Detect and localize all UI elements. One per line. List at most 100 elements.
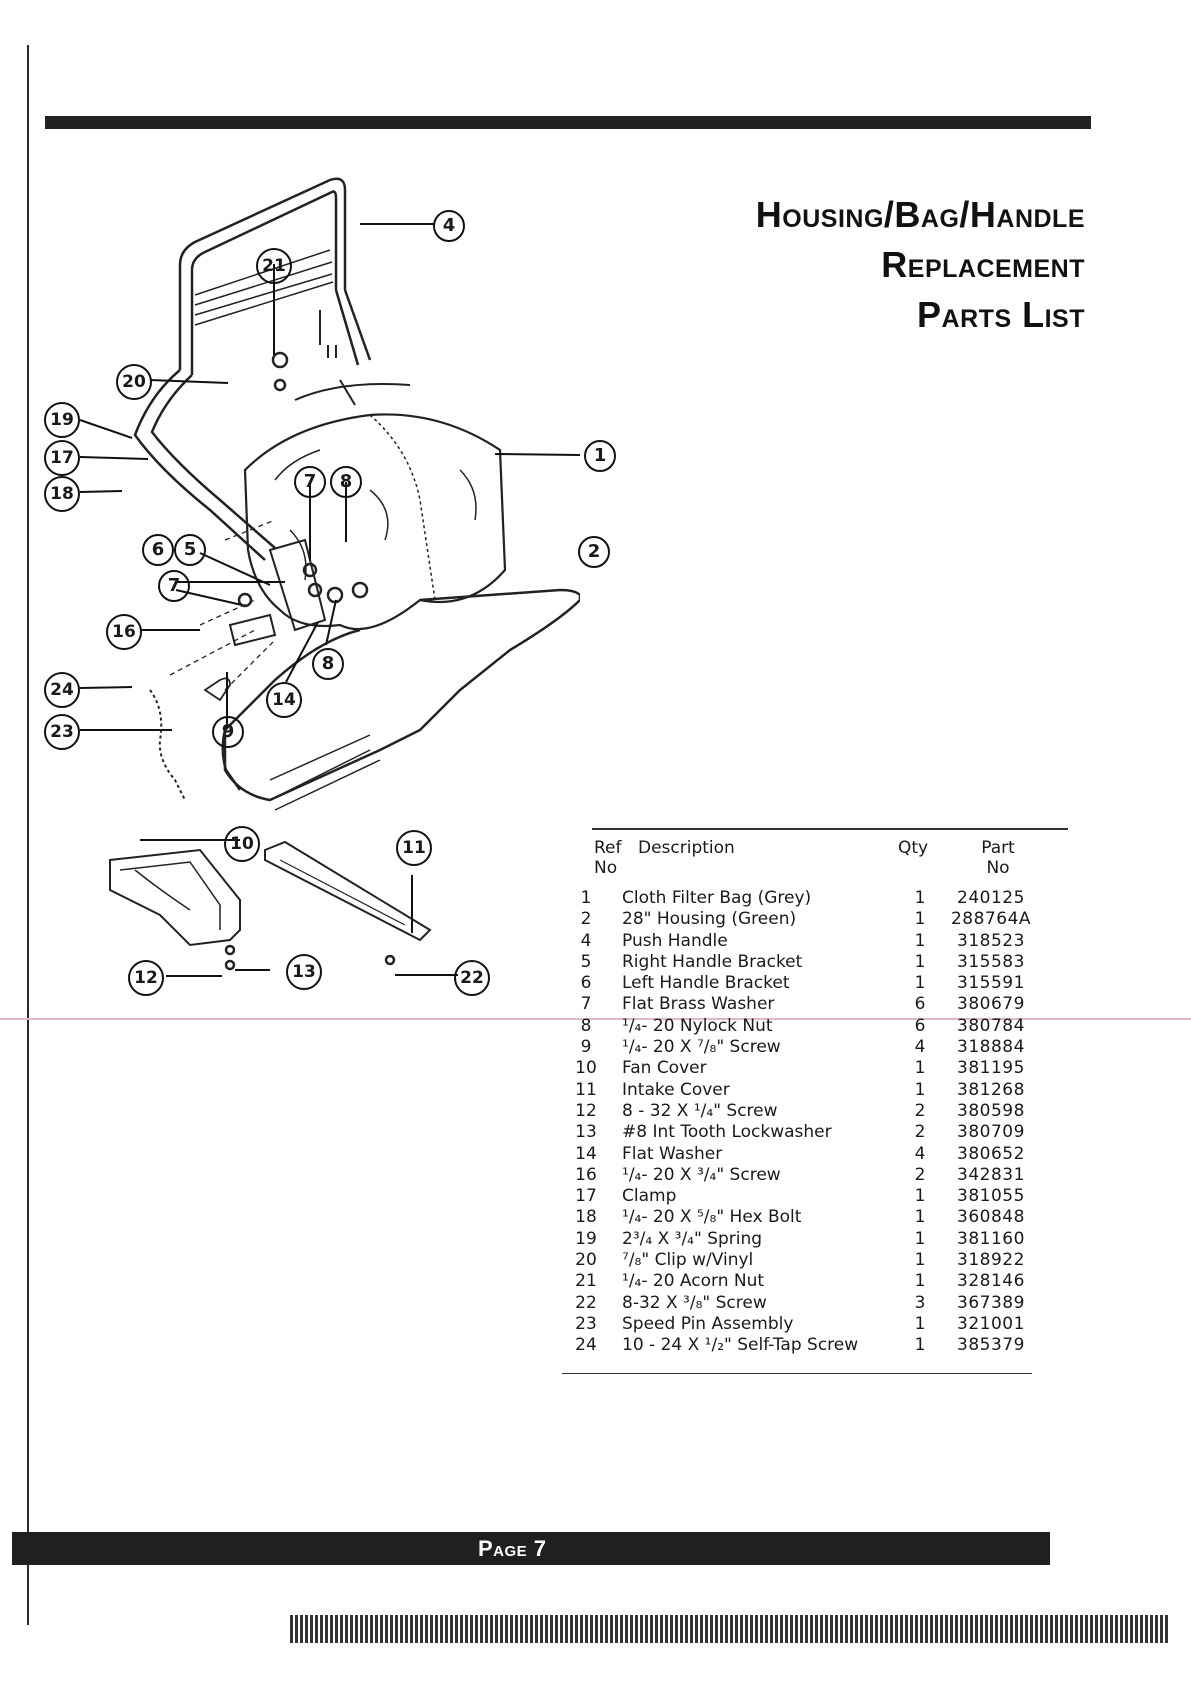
description-cell: 8 - 32 X ¹/₄" Screw [622, 1100, 778, 1121]
diagram-artwork [109, 177, 582, 971]
header-qty: Qty [898, 838, 929, 858]
qty-cell: 1 [914, 951, 926, 972]
part-number-cell: 380679 [957, 994, 1025, 1015]
callout-20: 20 [116, 364, 152, 400]
table-row: 22 8-32 X ³/₈" Screw 3 367389 [562, 1293, 1040, 1314]
description-cell: 8-32 X ³/₈" Screw [622, 1292, 767, 1313]
qty-cell: 3 [914, 1292, 926, 1313]
description-cell: ⁷/₈" Clip w/Vinyl [622, 1250, 754, 1271]
ref-cell: 13 [575, 1122, 597, 1143]
ref-cell: 1 [580, 888, 592, 908]
callout-7b: 7 [158, 570, 190, 602]
ref-cell: 21 [575, 1271, 597, 1292]
qty-cell: 1 [914, 973, 926, 994]
table-row: 24 10 - 24 X ¹/₂" Self-Tap Screw 1 385379 [562, 1335, 1040, 1356]
footer-bar [12, 1532, 1050, 1565]
part-number-cell: 380652 [957, 1143, 1025, 1164]
ref-cell: 19 [575, 1228, 597, 1249]
callout-19: 19 [44, 402, 80, 438]
description-cell: Speed Pin Assembly [622, 1313, 794, 1334]
ref-cell: 8 [580, 1015, 592, 1036]
callout-11: 11 [396, 830, 432, 866]
ref-cell: 4 [580, 930, 592, 951]
part-number-cell: 381160 [957, 1228, 1025, 1249]
qty-cell: 1 [914, 1335, 926, 1356]
table-top-rule [592, 828, 1068, 830]
qty-cell: 4 [914, 1143, 926, 1164]
description-cell: Intake Cover [622, 1079, 730, 1100]
description-cell: 10 - 24 X ¹/₂" Self-Tap Screw [622, 1335, 859, 1356]
table-row: 20 ⁷/₈" Clip w/Vinyl 1 318922 [562, 1250, 1040, 1271]
part-number-cell: 240125 [957, 888, 1025, 908]
part-number-cell: 315591 [957, 973, 1025, 994]
qty-cell: 6 [914, 1015, 926, 1036]
description-cell: Clamp [622, 1186, 677, 1207]
description-cell: ¹/₄- 20 X ⁵/₈" Hex Bolt [622, 1207, 802, 1228]
ref-cell: 12 [575, 1100, 597, 1121]
qty-cell: 1 [914, 1271, 926, 1292]
ref-cell: 24 [575, 1335, 597, 1356]
callout-5: 5 [174, 534, 206, 566]
qty-cell: 2 [914, 1122, 926, 1143]
description-cell: ¹/₄- 20 Nylock Nut [622, 1015, 773, 1036]
qty-cell: 2 [914, 1164, 926, 1185]
scan-edge-artifact [290, 1615, 1170, 1643]
ref-cell: 20 [575, 1250, 597, 1271]
table-bottom-rule [562, 1372, 1032, 1374]
callout-14: 14 [266, 682, 302, 718]
part-number-cell: 381055 [957, 1186, 1025, 1207]
title-line-2: Replacement [881, 244, 1085, 285]
qty-cell: 1 [914, 888, 926, 908]
diagram-svg [79, 177, 591, 977]
ref-cell: 22 [575, 1292, 597, 1313]
ref-cell: 23 [575, 1313, 597, 1334]
part-number-cell: 367389 [957, 1292, 1025, 1313]
description-cell: Fan Cover [622, 1058, 707, 1079]
ref-cell: 14 [575, 1143, 597, 1164]
ref-cell: 6 [580, 973, 592, 994]
title-line-1: Housing/Bag/Handle [755, 194, 1085, 235]
exploded-parts-diagram: 4 21 20 19 17 18 1 7 8 6 5 7 2 16 8 24 1… [40, 170, 616, 1070]
table-row: 21 ¹/₄- 20 Acorn Nut 1 328146 [562, 1271, 1040, 1292]
callout-16: 16 [106, 614, 142, 650]
qty-cell: 6 [914, 994, 926, 1015]
ref-cell: 10 [575, 1058, 597, 1079]
page-number: Page 7 [478, 1536, 547, 1561]
qty-cell: 1 [914, 1250, 926, 1271]
ref-cell: 2 [580, 909, 592, 930]
ref-cell: 18 [575, 1207, 597, 1228]
callout-17: 17 [44, 440, 80, 476]
part-number-cell: 385379 [957, 1335, 1025, 1356]
description-cell: ¹/₄- 20 X ⁷/₈" Screw [622, 1037, 781, 1058]
qty-cell: 1 [914, 1313, 926, 1334]
callout-1: 1 [584, 440, 616, 472]
ref-cell: 9 [580, 1037, 592, 1058]
header-bar [45, 116, 1091, 129]
callout-21: 21 [256, 248, 292, 284]
description-cell: Flat Brass Washer [622, 994, 775, 1015]
part-number-cell: 342831 [957, 1164, 1025, 1185]
ref-cell: 17 [575, 1186, 597, 1207]
part-number-cell: 380598 [957, 1100, 1025, 1121]
description-cell: ¹/₄- 20 Acorn Nut [622, 1271, 765, 1292]
callout-18: 18 [44, 476, 80, 512]
part-number-cell: 318523 [957, 930, 1025, 951]
qty-cell: 4 [914, 1037, 926, 1058]
part-number-cell: 380709 [957, 1122, 1025, 1143]
callout-10: 10 [224, 826, 260, 862]
callout-12: 12 [128, 960, 164, 996]
part-number-cell: 318922 [957, 1250, 1025, 1271]
description-cell: Cloth Filter Bag (Grey) [622, 888, 812, 908]
part-number-cell: 328146 [957, 1271, 1025, 1292]
